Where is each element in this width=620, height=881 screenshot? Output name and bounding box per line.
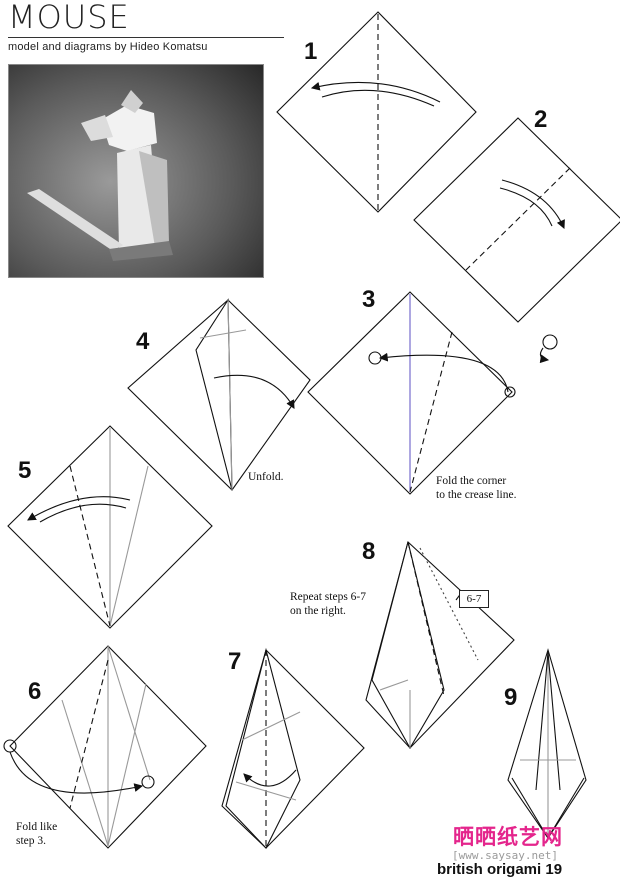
- step-number-9: 9: [504, 684, 518, 711]
- step-number-7: 7: [228, 648, 242, 675]
- step-number-2: 2: [534, 106, 548, 133]
- step-4-note: Unfold.: [248, 471, 284, 483]
- turn-over-icon: [539, 334, 558, 364]
- watermark-logo: 晒晒纸艺网: [453, 825, 563, 849]
- watermark-url: [www.saysay.net]: [452, 849, 558, 862]
- diagram-step-4: [127, 298, 311, 491]
- step-number-3: 3: [362, 286, 376, 313]
- page-title: MOUSE: [8, 0, 130, 36]
- diagram-step-9: [507, 648, 587, 839]
- step-8-box-label: 6-7: [459, 590, 489, 608]
- step-number-1: 1: [304, 38, 318, 65]
- step-8-note: Repeat steps 6-7 on the right.: [290, 591, 367, 617]
- page-subtitle: model and diagrams by Hideo Komatsu: [8, 41, 208, 53]
- step-3-note: Fold the corner to the crease line.: [436, 475, 517, 501]
- step-number-8: 8: [362, 538, 376, 565]
- mouse-photo: [8, 64, 264, 278]
- diagram-step-1: [276, 11, 477, 213]
- title-underline: [8, 37, 284, 38]
- step-number-5: 5: [18, 457, 32, 484]
- diagram-step-3: [307, 291, 516, 495]
- diagram-step-7: [221, 647, 365, 849]
- source-credit: british origami 19: [437, 861, 563, 878]
- diagram-step-8: [365, 540, 515, 750]
- diagram-step-5: [7, 425, 213, 629]
- step-6-note: Fold like step 3.: [16, 821, 58, 847]
- step-number-6: 6: [28, 678, 42, 705]
- diagram-step-6: [3, 645, 207, 849]
- diagram-step-2: [413, 117, 620, 323]
- step-number-4: 4: [136, 328, 150, 355]
